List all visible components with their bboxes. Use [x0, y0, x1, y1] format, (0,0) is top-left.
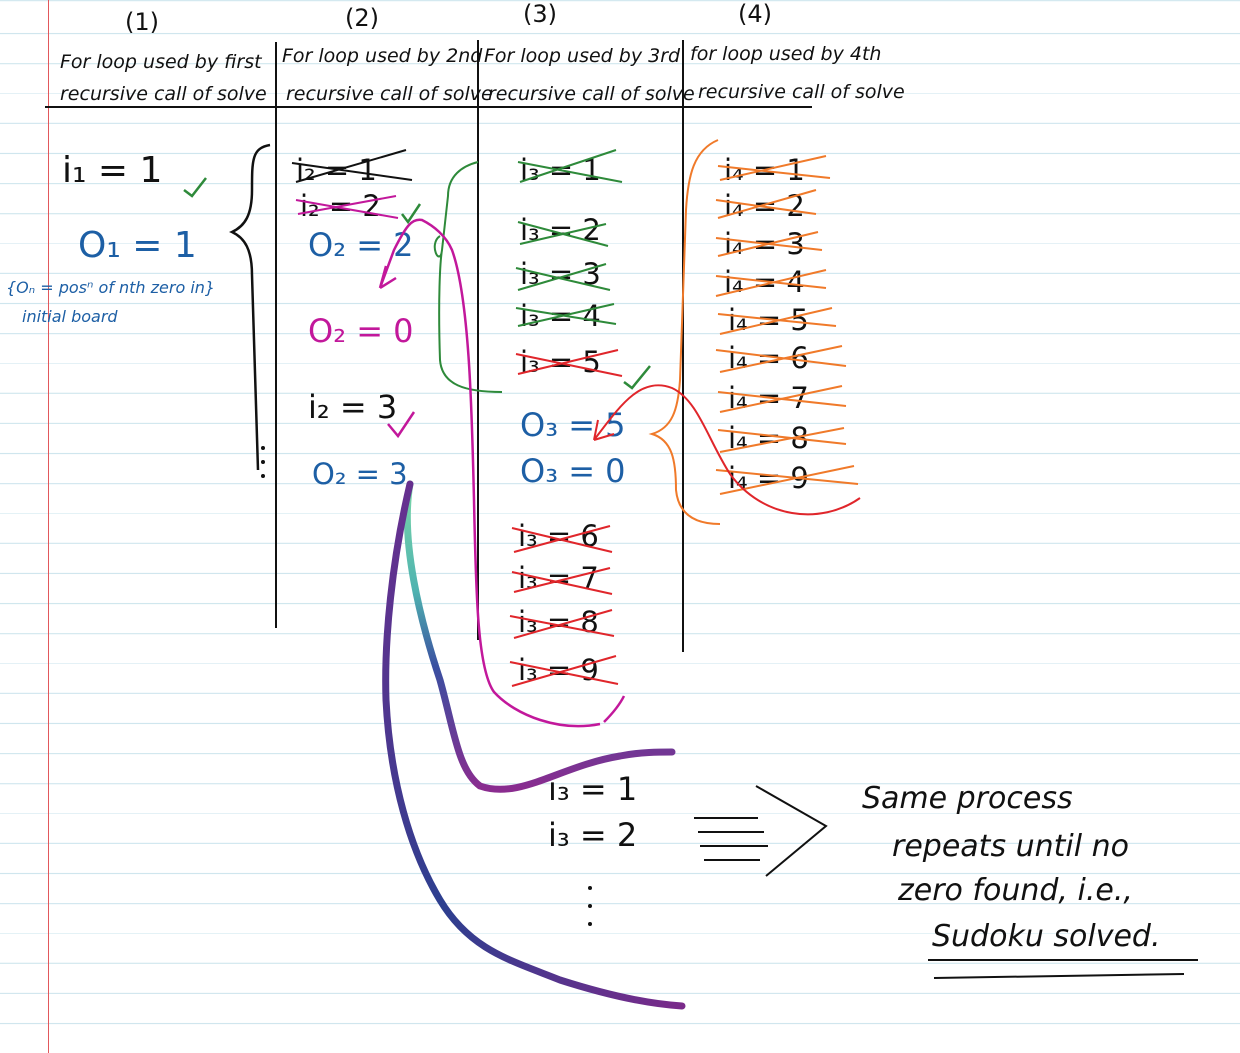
- strike-mark: [515, 303, 617, 327]
- col4-index: (4): [738, 0, 772, 28]
- check-icon: [623, 365, 651, 390]
- col1-note-line1: {Oₙ = posⁿ of nth zero in}: [6, 278, 215, 297]
- col4-header-line2: recursive call of solve: [698, 81, 905, 103]
- implies-arrow-icon: [694, 785, 828, 877]
- col1-i-line: i₁ = 1: [62, 150, 162, 191]
- strike-mark: [517, 221, 609, 247]
- strike-mark: [509, 655, 619, 687]
- col2-header-line2: recursive call of solve: [286, 83, 493, 105]
- final-note-line3: zero found, i.e.,: [897, 873, 1133, 908]
- strike-mark: [295, 195, 399, 219]
- strike-mark: [291, 149, 413, 183]
- col2-index: (2): [345, 4, 379, 32]
- check-icon: [401, 203, 422, 225]
- col3-continued-1: i₃ = 1: [548, 770, 637, 808]
- underline-2: [933, 973, 1185, 979]
- col3-continued-2: i₃ = 2: [548, 816, 637, 854]
- final-note-line2: repeats until no: [892, 829, 1129, 864]
- col2-header-line1: For loop used by 2nd: [282, 45, 483, 67]
- brace-icon: [229, 143, 271, 471]
- final-note-line1: Same process: [862, 781, 1073, 816]
- strike-mark: [515, 263, 611, 291]
- strike-mark: [511, 567, 613, 595]
- col3-index: (3): [523, 0, 557, 28]
- check-icon: [183, 177, 207, 198]
- col3-line-2: O₃ = 0: [520, 452, 626, 490]
- col4-header-line1: for loop used by 4th: [690, 43, 881, 65]
- strike-mark: [509, 609, 615, 639]
- col2-line-2: O₂ = 0: [308, 312, 414, 350]
- col2-line-3: i₂ = 3: [308, 388, 397, 426]
- check-icon: [387, 411, 416, 439]
- red-return-arrow: [593, 384, 861, 516]
- col3-struck-red-bottom-2: i₃ = 7: [518, 561, 599, 595]
- margin-line: [48, 0, 49, 1053]
- magenta-return-arrow: [378, 218, 601, 728]
- col3-header-line1: For loop used by 3rd: [484, 45, 681, 67]
- galaxy-arrow-1: [403, 480, 676, 793]
- galaxy-arrow-2: [382, 480, 686, 1010]
- col4-struck-6: i₄ = 6: [728, 341, 809, 375]
- col1-note-line2: initial board: [22, 307, 118, 326]
- orange-brace: [648, 139, 721, 525]
- col1-header-line1: For loop used by first: [60, 51, 263, 73]
- col3-line-1: O₃ = 5: [520, 406, 626, 444]
- strike-mark: [517, 149, 623, 183]
- strike-mark: [511, 525, 613, 553]
- col1-o-line: O₁ = 1: [78, 225, 197, 266]
- col3-header-line2: recursive call of solve: [488, 83, 695, 105]
- final-note-line4: Sudoku solved.: [932, 919, 1161, 954]
- strike-mark: [515, 349, 623, 377]
- col3-struck-red-top-1: i₃ = 5: [520, 345, 601, 379]
- col3-struck-red-bottom-4: i₃ = 9: [518, 653, 599, 687]
- col4-struck-list: i₄ = 1 i₄ = 2 i₄ = 3 i₄ = 4 i₄ = 5 i₄ = …: [715, 153, 859, 495]
- col1-index: (1): [125, 8, 159, 36]
- col2-line-4: O₂ = 3: [312, 457, 408, 491]
- col1-header-line2: recursive call of solve: [60, 83, 267, 105]
